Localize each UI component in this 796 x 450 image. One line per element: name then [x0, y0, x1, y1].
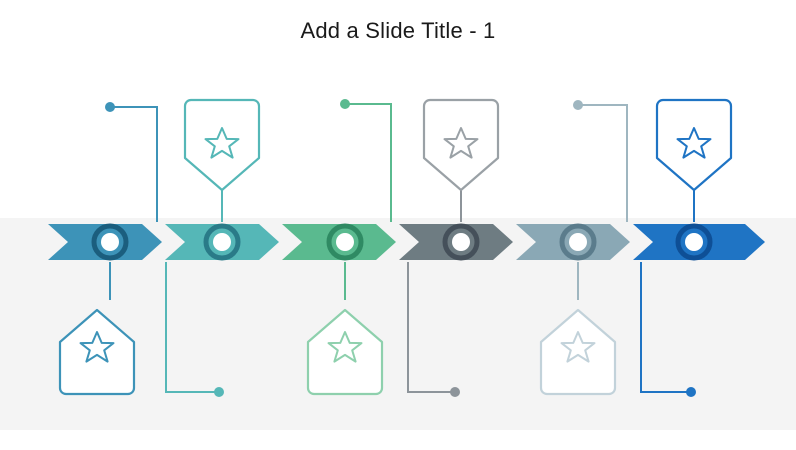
node-marker-step-3[interactable] — [326, 223, 364, 261]
leader-line-step-5 — [573, 100, 628, 300]
leader-line-step-3 — [340, 99, 392, 300]
callout-step-6[interactable] — [655, 98, 733, 192]
leader-line-step-1 — [105, 102, 158, 300]
page-title: Add a Slide Title - 1 — [300, 18, 496, 43]
callout-step-2[interactable] — [183, 98, 261, 192]
callout-step-4[interactable] — [422, 98, 500, 192]
node-marker-step-1[interactable] — [91, 223, 129, 261]
callout-step-5[interactable] — [539, 308, 617, 396]
node-marker-step-6[interactable] — [675, 223, 713, 261]
node-marker-step-5[interactable] — [559, 223, 597, 261]
leader-dot-step-6 — [686, 387, 696, 397]
leader-dot-step-4 — [450, 387, 460, 397]
node-marker-step-4[interactable] — [442, 223, 480, 261]
node-marker-step-2[interactable] — [203, 223, 241, 261]
leader-dot-step-1 — [105, 102, 115, 112]
leader-line-step-2 — [165, 190, 224, 397]
leader-dot-step-2 — [214, 387, 224, 397]
leader-line-step-4 — [407, 190, 462, 397]
callout-step-3[interactable] — [306, 308, 384, 396]
leader-line-step-6 — [640, 190, 696, 397]
leader-dot-step-3 — [340, 99, 350, 109]
leader-dot-step-5 — [573, 100, 583, 110]
callout-step-1[interactable] — [58, 308, 136, 396]
